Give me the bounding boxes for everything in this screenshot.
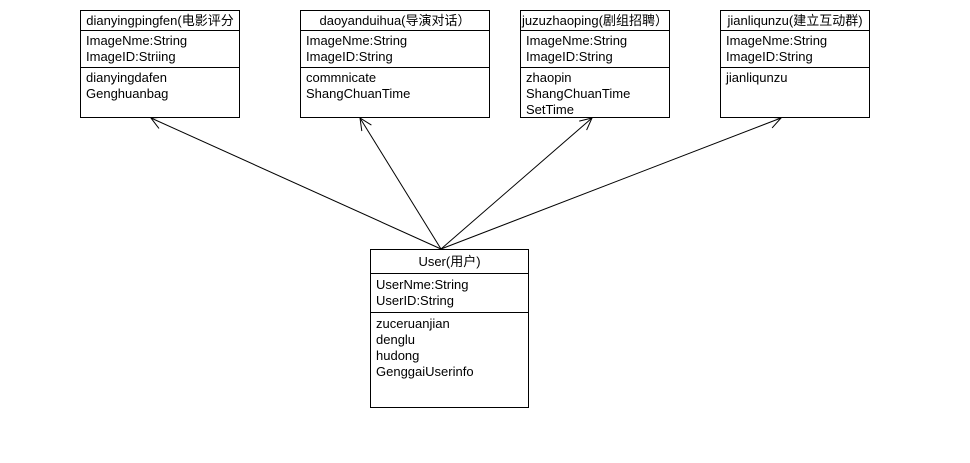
attribute: ImageID:Striing (86, 49, 176, 64)
edge-user-to-daoyanduihua (359, 117, 442, 250)
method: ShangChuanTime (526, 86, 631, 101)
attribute: UserID:String (376, 293, 455, 308)
attribute-section: ImageNme:String ImageID:Striing (81, 31, 239, 68)
method: ShangChuanTime (306, 86, 411, 101)
method: denglu (376, 332, 416, 347)
method: commnicate (306, 70, 377, 85)
method: zuceruanjian (376, 316, 450, 331)
attribute: ImageID:String (526, 49, 613, 64)
method: Genghuanbag (86, 86, 169, 101)
class-name: daoyanduihua(导演对话） (301, 11, 489, 31)
edge-user-to-juzuzhaoping (440, 117, 593, 250)
attribute: ImageNme:String (526, 33, 628, 48)
attribute: ImageNme:String (306, 33, 408, 48)
attribute-section: ImageNme:String ImageID:String (521, 31, 669, 68)
edge-user-to-dianyingpingfen (150, 117, 442, 250)
method: zhaopin (526, 70, 572, 85)
attribute-section: UserNme:String UserID:String (371, 274, 528, 313)
arrowhead-daoyanduihua (359, 117, 372, 132)
method: SetTime (526, 102, 574, 117)
attribute: ImageNme:String (726, 33, 828, 48)
class-name: User(用户) (371, 250, 528, 274)
method: jianliqunzu (726, 70, 788, 85)
method: GenggaiUserinfo (376, 364, 474, 379)
attribute: ImageID:String (726, 49, 813, 64)
method-section: commnicate ShangChuanTime (301, 68, 489, 104)
method-section: jianliqunzu (721, 68, 869, 88)
class-name: dianyingpingfen(电影评分 (81, 11, 239, 31)
attribute-section: ImageNme:String ImageID:String (721, 31, 869, 68)
method-section: dianyingdafen Genghuanbag (81, 68, 239, 104)
method-section: zuceruanjian denglu hudong GenggaiUserin… (371, 313, 528, 382)
attribute: ImageNme:String (86, 33, 188, 48)
attribute: ImageID:String (306, 49, 393, 64)
arrowhead-juzuzhaoping (579, 117, 593, 131)
method-section: zhaopin ShangChuanTime SetTime (521, 68, 669, 120)
class-jianliqunzu[interactable]: jianliqunzu(建立互动群) ImageNme:String Image… (720, 10, 870, 118)
method: hudong (376, 348, 420, 363)
class-daoyanduihua[interactable]: daoyanduihua(导演对话） ImageNme:String Image… (300, 10, 490, 118)
method: dianyingdafen (86, 70, 167, 85)
edge-user-to-jianliqunzu (440, 117, 782, 250)
class-name: juzuzhaoping(剧组招聘） (521, 11, 669, 31)
class-name: jianliqunzu(建立互动群) (721, 11, 869, 31)
class-dianyingpingfen[interactable]: dianyingpingfen(电影评分 ImageNme:String Ima… (80, 10, 240, 118)
class-user[interactable]: User(用户) UserNme:String UserID:String zu… (370, 249, 529, 408)
attribute-section: ImageNme:String ImageID:String (301, 31, 489, 68)
attribute: UserNme:String (376, 277, 469, 292)
class-juzuzhaoping[interactable]: juzuzhaoping(剧组招聘） ImageNme:String Image… (520, 10, 670, 118)
